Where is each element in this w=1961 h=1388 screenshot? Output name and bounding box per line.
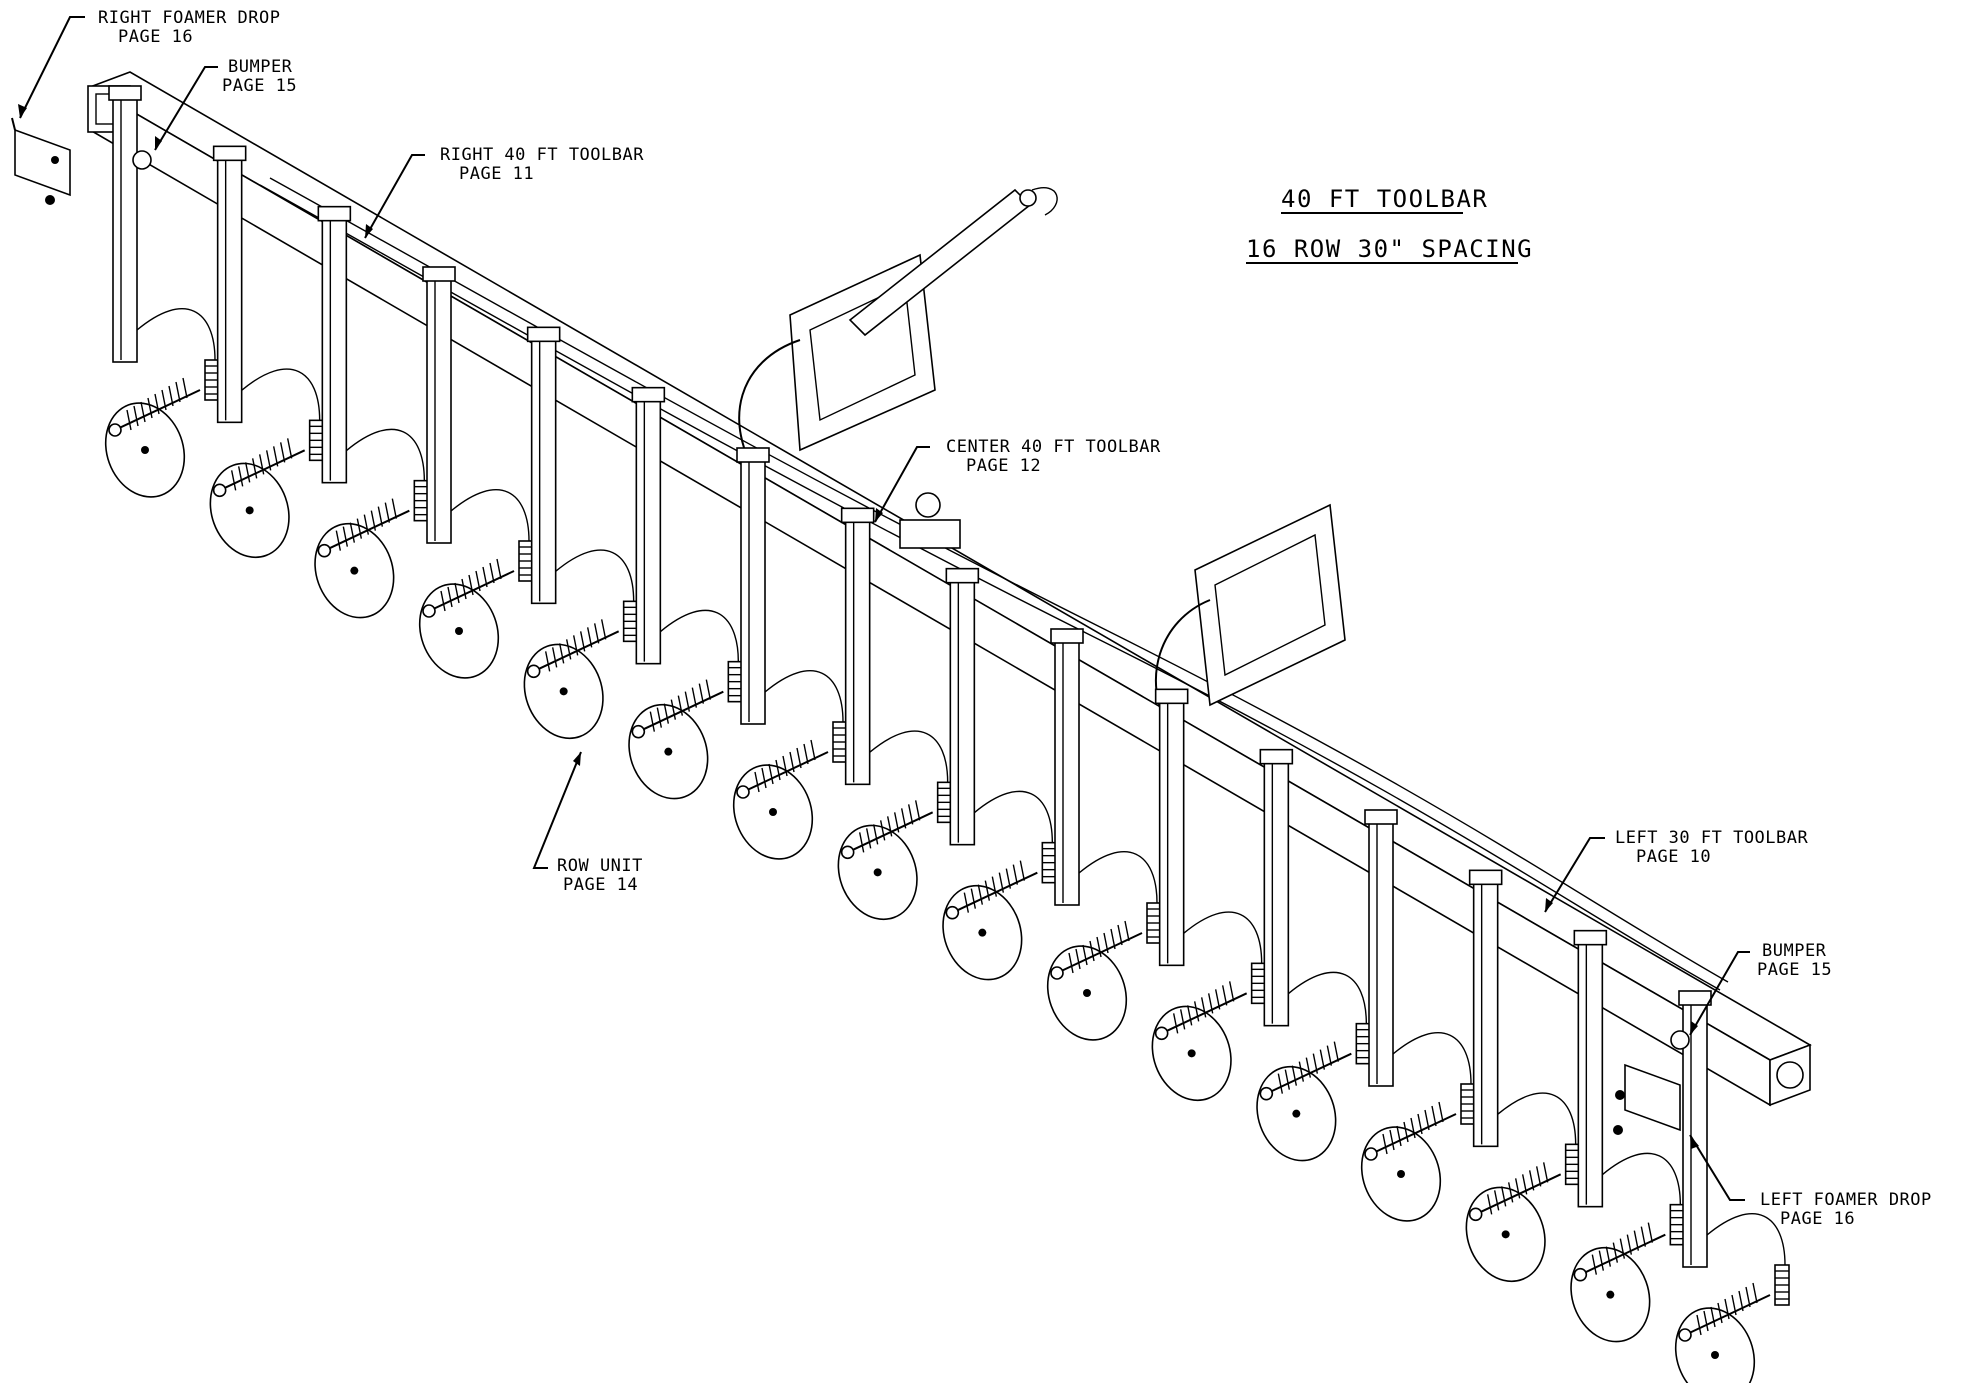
hose-run — [259, 184, 1721, 991]
row-unit — [1360, 809, 1476, 1222]
row-unit — [209, 145, 325, 559]
callout-row-unit: ROW UNIT PAGE 14 — [532, 751, 643, 895]
bumper-part-right — [132, 150, 152, 170]
callout-right-toolbar-page: PAGE 11 — [459, 164, 534, 184]
center-hitch-frame — [738, 187, 1346, 731]
title-line-1: 40 FT TOOLBAR — [1281, 185, 1488, 213]
callout-right-toolbar: RIGHT 40 FT TOOLBAR PAGE 11 — [364, 145, 644, 239]
bumper-part-left — [1670, 1030, 1690, 1050]
row-unit — [837, 507, 953, 921]
callout-bumper-left-name: BUMPER — [1762, 941, 1827, 961]
left-foamer-drop-part — [1613, 1063, 1681, 1135]
row-unit — [523, 326, 639, 740]
callout-bumper-right-page: PAGE 15 — [222, 76, 297, 96]
callout-center-toolbar: CENTER 40 FT TOOLBAR PAGE 12 — [874, 437, 1161, 523]
callout-left-toolbar: LEFT 30 FT TOOLBAR PAGE 10 — [1544, 828, 1808, 913]
callout-left-toolbar-page: PAGE 10 — [1636, 847, 1711, 867]
row-unit — [732, 447, 848, 860]
row-unit — [1046, 628, 1162, 1041]
row-units — [104, 85, 1790, 1388]
callout-left-foamer-drop-name: LEFT FOAMER DROP — [1760, 1190, 1932, 1210]
row-unit — [104, 85, 220, 498]
pressure-gauge — [915, 492, 941, 518]
callout-row-unit-name: ROW UNIT — [557, 856, 643, 876]
drawing-title: 40 FT TOOLBAR 16 ROW 30" SPACING — [1246, 185, 1533, 264]
row-unit — [1570, 929, 1686, 1343]
callout-right-foamer-drop: RIGHT FOAMER DROP PAGE 16 — [18, 8, 281, 119]
callout-left-foamer-drop: LEFT FOAMER DROP PAGE 16 — [1689, 1134, 1932, 1229]
row-unit — [1151, 688, 1267, 1102]
row-unit — [1465, 869, 1581, 1283]
callout-row-unit-page: PAGE 14 — [563, 875, 638, 895]
row-unit — [1256, 748, 1372, 1162]
callout-right-foamer-drop-name: RIGHT FOAMER DROP — [98, 8, 281, 28]
title-line-2: 16 ROW 30" SPACING — [1246, 235, 1533, 263]
callout-center-toolbar-page: PAGE 12 — [966, 456, 1041, 476]
hydraulic-cylinder — [848, 188, 1032, 337]
callout-center-toolbar-name: CENTER 40 FT TOOLBAR — [946, 437, 1161, 457]
row-unit — [942, 567, 1058, 981]
left-hitch-plate — [1194, 503, 1346, 707]
callout-left-foamer-drop-page: PAGE 16 — [1780, 1209, 1855, 1229]
row-unit — [418, 266, 534, 679]
callout-left-toolbar-name: LEFT 30 FT TOOLBAR — [1615, 828, 1808, 848]
callout-bumper-left-page: PAGE 15 — [1757, 960, 1832, 980]
callout-right-toolbar-name: RIGHT 40 FT TOOLBAR — [440, 145, 644, 165]
row-unit — [1674, 990, 1790, 1388]
row-unit — [628, 386, 744, 800]
callout-bumper-right-name: BUMPER — [228, 57, 293, 77]
callout-bumper-right: BUMPER PAGE 15 — [154, 57, 297, 151]
right-foamer-drop-part — [11, 117, 71, 205]
callout-right-foamer-drop-page: PAGE 16 — [118, 27, 193, 47]
callout-bumper-left: BUMPER PAGE 15 — [1689, 941, 1832, 1036]
valve-block — [899, 519, 961, 549]
